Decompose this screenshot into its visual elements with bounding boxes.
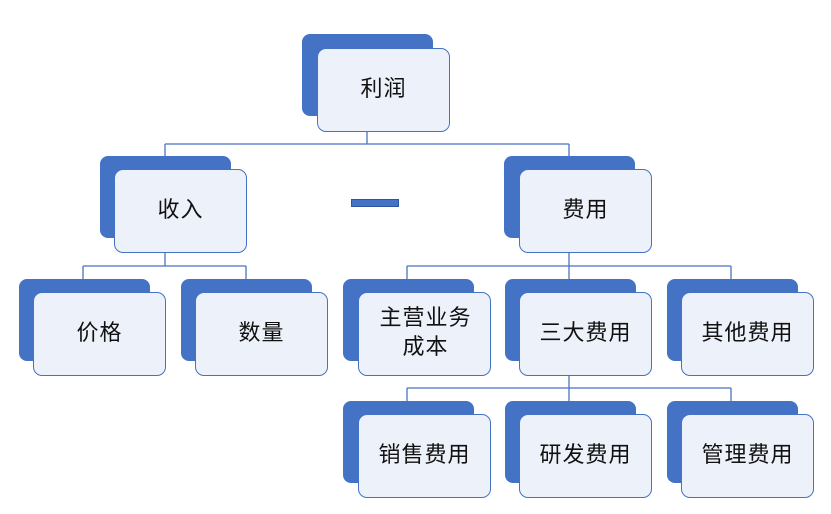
node-rd-expense-label: 研发费用 <box>539 442 632 468</box>
node-quantity-label: 数量 <box>238 320 285 346</box>
node-price: 价格 <box>19 279 166 376</box>
node-admin-expense: 管理费用 <box>667 401 814 498</box>
node-other-expenses: 其他费用 <box>667 279 814 376</box>
node-three-expenses-label: 三大费用 <box>539 320 632 346</box>
node-revenue: 收入 <box>100 156 247 253</box>
node-sales-expense-label: 销售费用 <box>378 442 471 468</box>
node-admin-expense-label: 管理费用 <box>701 442 794 468</box>
node-main-business-cost-label: 主营业务成本 <box>379 306 472 360</box>
node-sales-expense: 销售费用 <box>343 401 491 498</box>
node-price-label: 价格 <box>76 320 123 346</box>
node-main-business-cost: 主营业务成本 <box>343 279 491 376</box>
node-rd-expense: 研发费用 <box>505 401 652 498</box>
node-profit: 利润 <box>302 34 450 132</box>
minus-operator <box>351 199 399 207</box>
node-profit-label: 利润 <box>360 76 407 102</box>
node-revenue-label: 收入 <box>157 197 204 223</box>
node-expense: 费用 <box>504 156 652 253</box>
node-three-expenses: 三大费用 <box>505 279 652 376</box>
node-quantity: 数量 <box>181 279 328 376</box>
node-expense-label: 费用 <box>562 197 609 223</box>
node-other-expenses-label: 其他费用 <box>701 320 794 346</box>
